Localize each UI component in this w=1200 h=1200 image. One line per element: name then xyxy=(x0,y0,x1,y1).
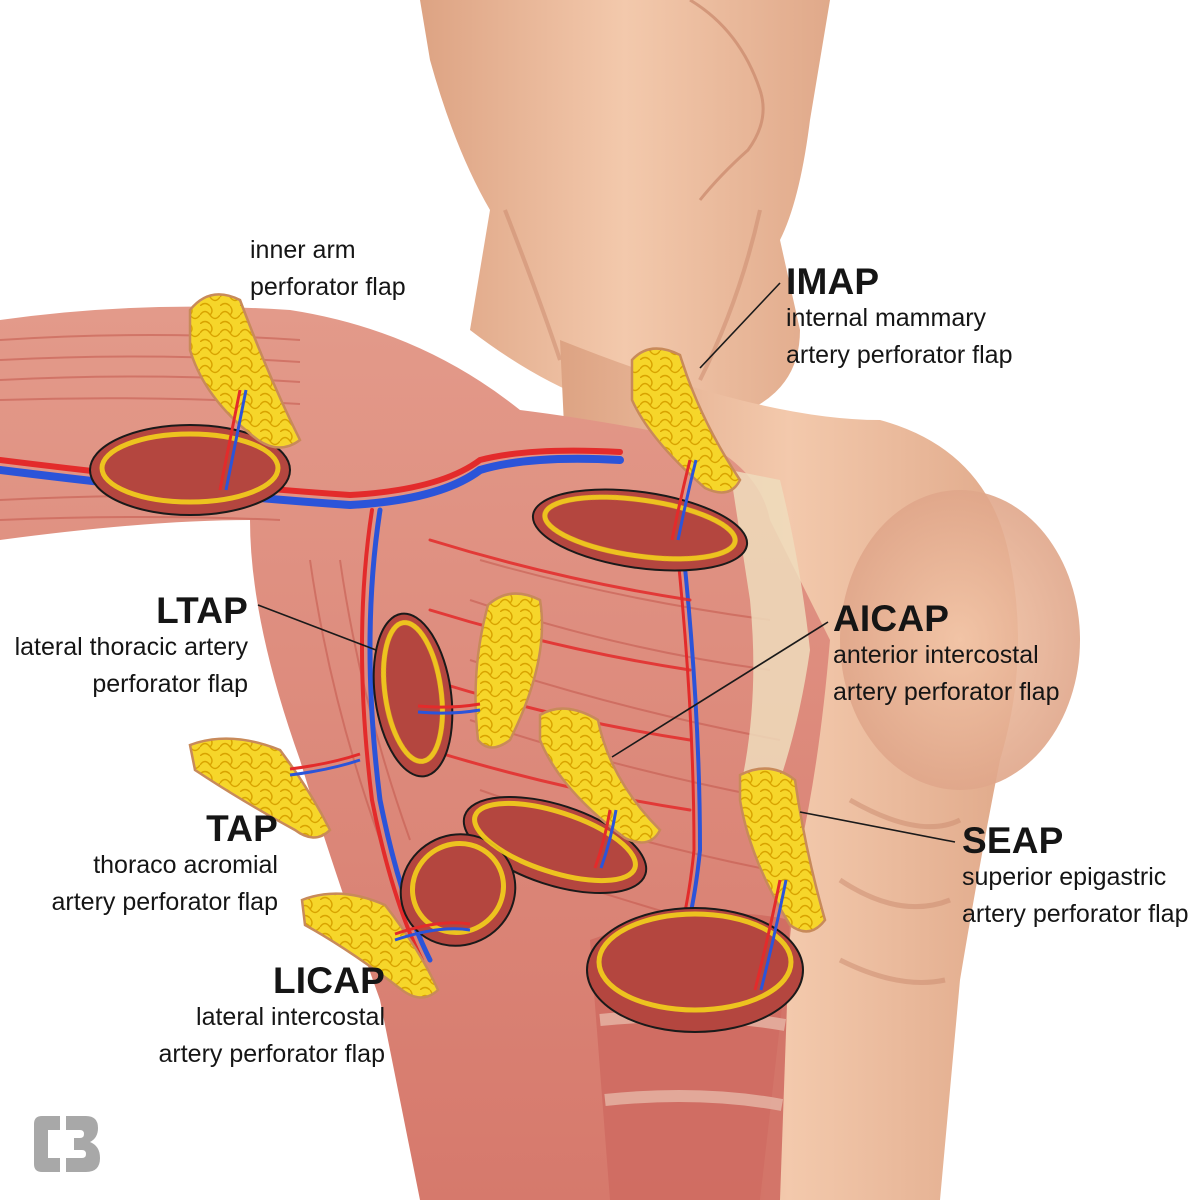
flap-paddles xyxy=(188,293,827,999)
label-seap: SEAP superior epigastric artery perforat… xyxy=(962,822,1189,933)
label-imap: IMAP internal mammary artery perforator … xyxy=(786,263,1013,374)
label-aicap-desc-line2: artery perforator flap xyxy=(833,678,1060,706)
label-ltap-desc-line2: perforator flap xyxy=(92,670,248,698)
label-licap-abbr: LICAP xyxy=(273,960,385,1001)
label-licap-desc-line1: lateral intercostal xyxy=(196,1003,385,1031)
label-inner-arm-desc-line1: inner arm xyxy=(250,236,356,264)
cb-logo-icon xyxy=(34,1116,100,1172)
label-licap-desc-line2: artery perforator flap xyxy=(158,1040,386,1068)
leader-lines xyxy=(257,282,956,843)
label-seap-abbr: SEAP xyxy=(962,820,1064,861)
label-inner-arm-perforator-flap: inner arm perforator flap xyxy=(250,232,406,306)
label-imap-desc-line1: internal mammary xyxy=(786,304,987,332)
label-seap-desc-line2: artery perforator flap xyxy=(962,900,1189,928)
label-ltap-abbr: LTAP xyxy=(156,590,248,631)
label-tap-desc-line1: thoraco acromial xyxy=(93,851,278,879)
label-aicap-abbr: AICAP xyxy=(833,598,950,639)
label-imap-desc-line2: artery perforator flap xyxy=(786,341,1013,369)
flap-pedicles xyxy=(218,389,788,991)
label-tap-abbr: TAP xyxy=(206,808,278,849)
label-tap: TAP thoraco acromial artery perforator f… xyxy=(52,810,279,921)
label-ltap-desc-line1: lateral thoracic artery xyxy=(14,633,248,661)
label-ltap: LTAP lateral thoracic artery perforator … xyxy=(15,592,248,703)
label-inner-arm-desc-line2: perforator flap xyxy=(250,273,406,301)
label-imap-abbr: IMAP xyxy=(786,261,880,302)
label-aicap: AICAP anterior intercostal artery perfor… xyxy=(833,600,1060,711)
label-licap: LICAP lateral intercostal artery perfora… xyxy=(159,962,386,1073)
label-tap-desc-line2: artery perforator flap xyxy=(51,888,279,916)
label-aicap-desc-line1: anterior intercostal xyxy=(833,641,1039,669)
label-seap-desc-line1: superior epigastric xyxy=(962,863,1167,891)
donor-site-fat-rims xyxy=(99,431,794,1013)
head-and-neck xyxy=(420,0,830,421)
